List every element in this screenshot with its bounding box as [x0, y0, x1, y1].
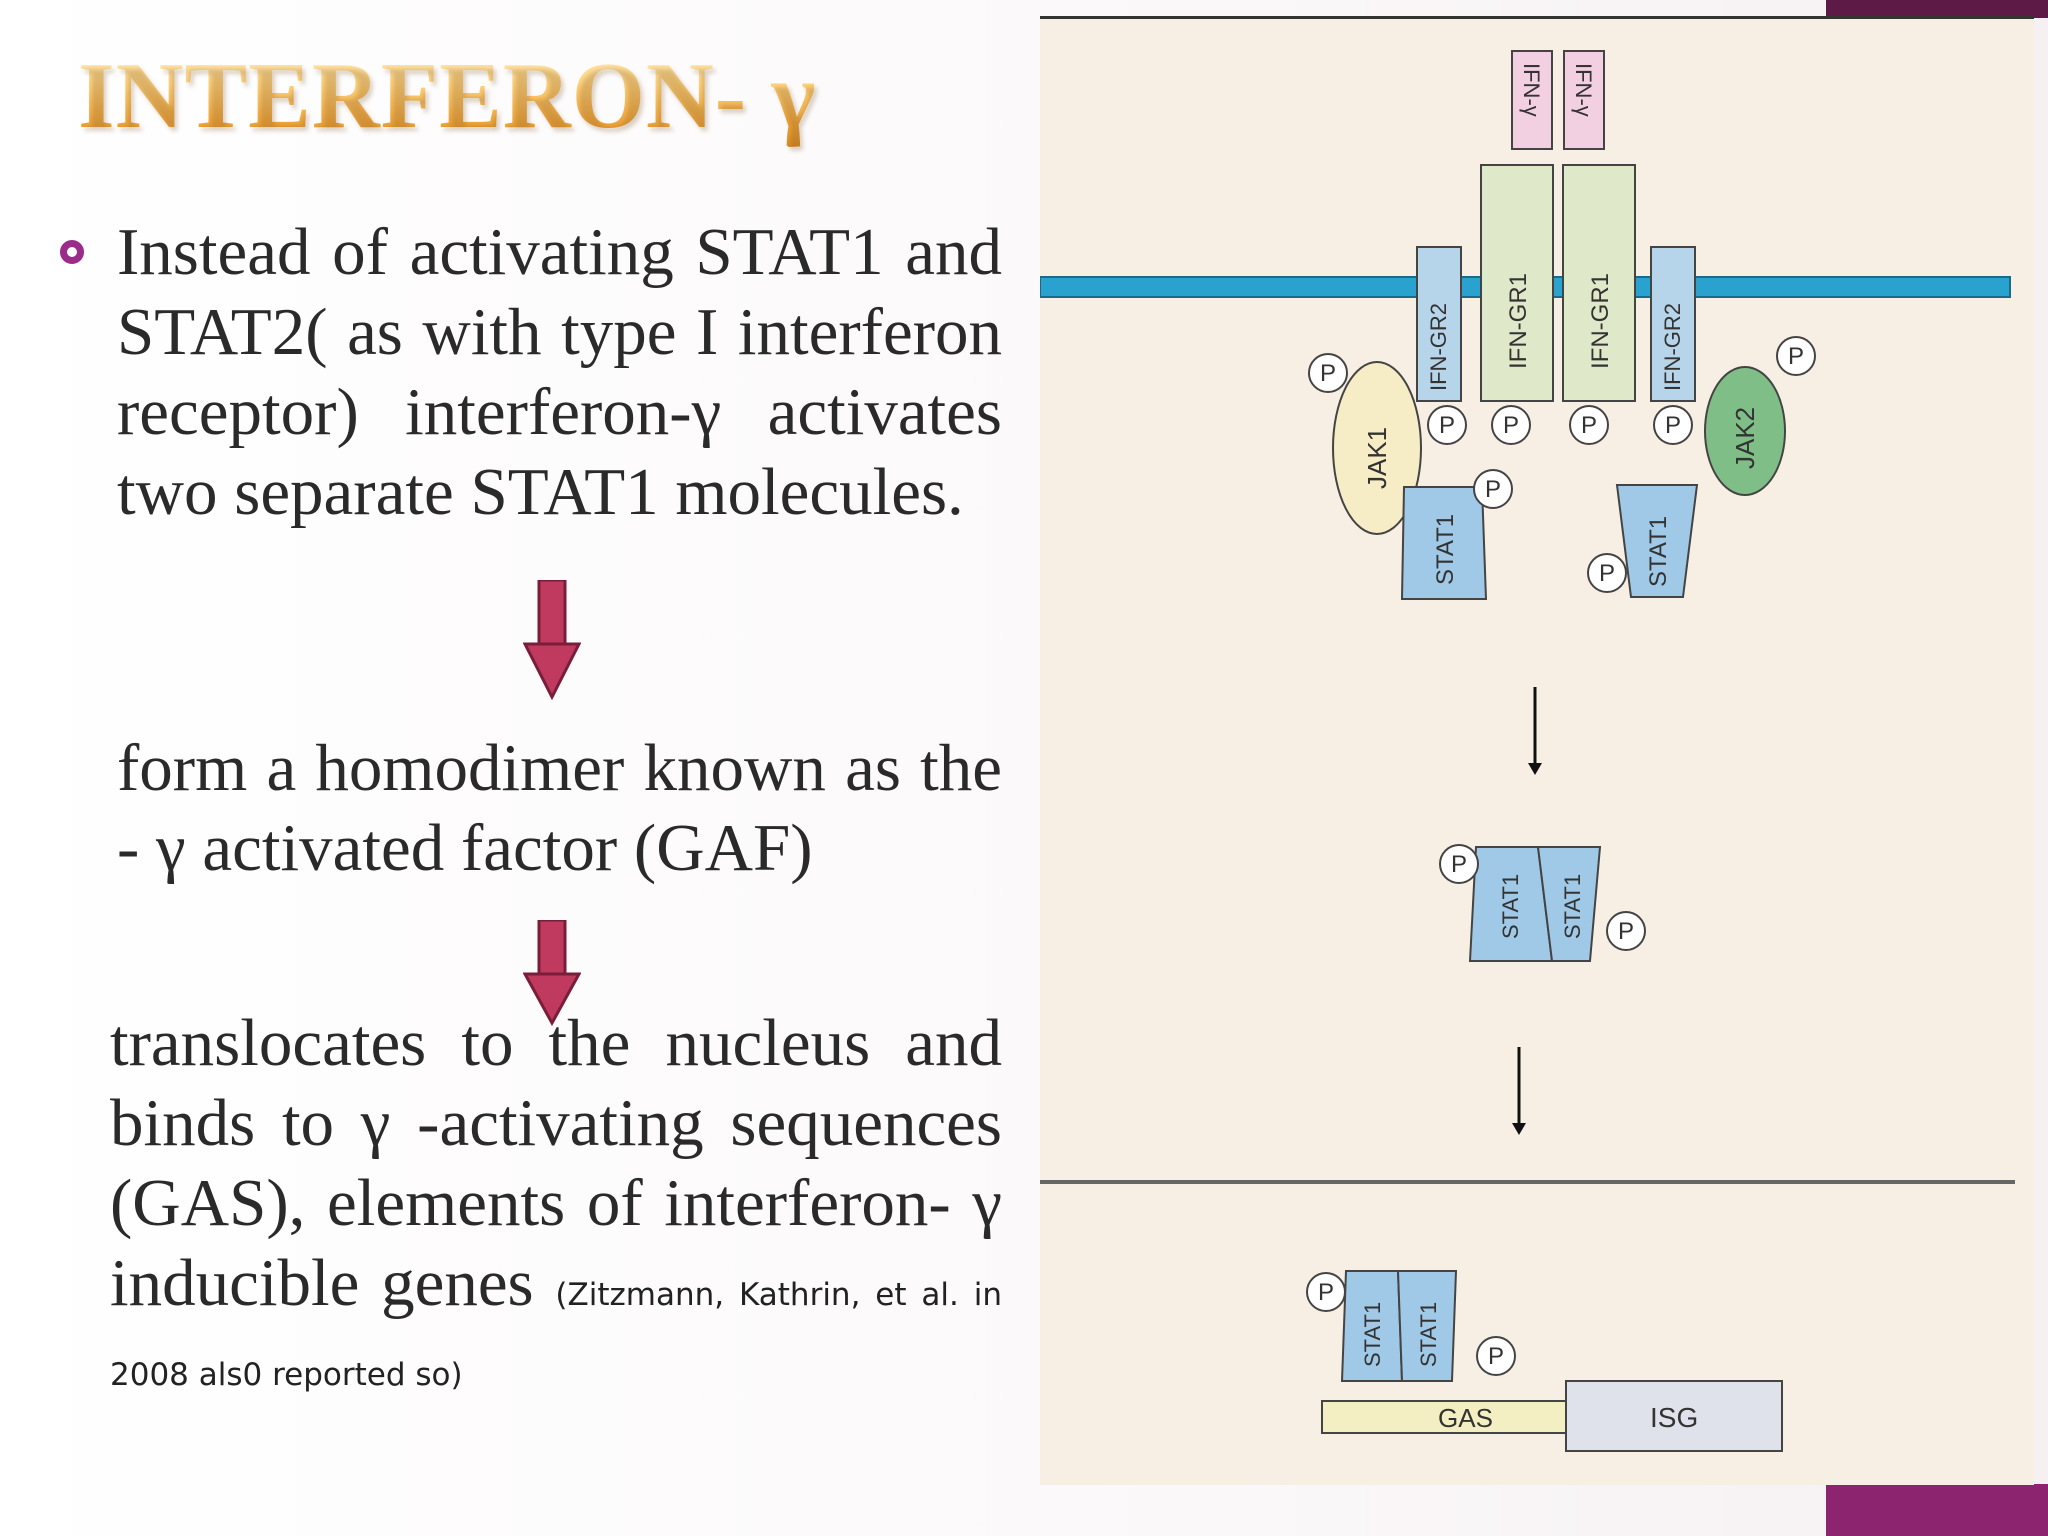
svg-text:ISG: ISG: [1650, 1402, 1698, 1433]
phosphate-group: P: [1606, 911, 1646, 951]
ifn-gr2-receptor-left: IFN-GR2: [1416, 246, 1462, 402]
corner-accent-bottom: [1826, 1484, 2048, 1536]
svg-text:JAK1: JAK1: [1362, 427, 1392, 489]
bullet-ring-icon: [60, 240, 84, 264]
signaling-diagram: IFN-γ IFN-γ IFN-GR1 IFN-GR1 IFN-GR2 IFN-…: [1040, 50, 2015, 1452]
translocation-text: translocates to the nucleus and binds to…: [110, 1006, 1002, 1320]
svg-text:P: P: [1485, 476, 1501, 503]
svg-text:IFN-γ: IFN-γ: [1571, 63, 1596, 117]
paragraph-gaf: form a homodimer known as the - γ activa…: [117, 731, 1002, 885]
phosphate-group: P: [1491, 405, 1531, 445]
svg-text:IFN-γ: IFN-γ: [1519, 63, 1544, 117]
phosphate-group: P: [1308, 353, 1348, 393]
svg-text:P: P: [1318, 1279, 1334, 1306]
stat1-right: STAT1: [1615, 484, 1699, 598]
step-arrow-icon: [1528, 687, 1542, 775]
svg-text:JAK2: JAK2: [1730, 407, 1760, 469]
svg-text:IFN-GR2: IFN-GR2: [1426, 303, 1451, 391]
ifn-gamma-signaling-figure: IFN-γ IFN-γ IFN-GR1 IFN-GR1 IFN-GR2 IFN-…: [1040, 16, 2034, 1485]
svg-text:IFN-GR1: IFN-GR1: [1587, 273, 1614, 369]
svg-text:STAT1: STAT1: [1560, 874, 1585, 939]
paragraph-stat-activation: Instead of activating STAT1 and STAT2( a…: [117, 215, 1002, 529]
isg-gene: ISG: [1565, 1380, 1783, 1452]
ifn-gr1-receptor-left: IFN-GR1: [1480, 164, 1554, 402]
stat1-left: STAT1: [1400, 486, 1488, 600]
svg-text:P: P: [1599, 560, 1615, 587]
gas-element: GAS: [1321, 1400, 1607, 1434]
ifn-gr2-receptor-right: IFN-GR2: [1650, 246, 1696, 402]
nuclear-gaf-dimer: STAT1 STAT1: [1340, 1270, 1458, 1382]
svg-text:IFN-GR1: IFN-GR1: [1505, 273, 1532, 369]
svg-text:P: P: [1451, 851, 1467, 878]
paragraph-translocation: translocates to the nucleus and binds to…: [110, 1003, 1002, 1403]
phosphate-group: P: [1569, 405, 1609, 445]
svg-text:P: P: [1503, 412, 1519, 439]
citation: (Zitzmann, Kathrin, et al. in 2008 als0 …: [110, 1277, 1002, 1393]
phosphate-group: P: [1306, 1272, 1346, 1312]
down-arrow-icon: [523, 580, 581, 700]
svg-text:P: P: [1320, 360, 1336, 387]
svg-text:STAT1: STAT1: [1360, 1302, 1385, 1367]
svg-text:P: P: [1665, 412, 1681, 439]
phosphate-group: P: [1587, 553, 1627, 593]
svg-text:IFN-GR2: IFN-GR2: [1660, 303, 1685, 391]
phosphate-group: P: [1439, 844, 1479, 884]
svg-text:GAS: GAS: [1438, 1403, 1493, 1433]
down-arrow-icon: [523, 920, 581, 1026]
svg-text:P: P: [1788, 343, 1804, 370]
ifn-gamma-ligand-left: IFN-γ: [1511, 50, 1553, 150]
ifn-gr1-receptor-right: IFN-GR1: [1562, 164, 1636, 402]
phosphate-group: P: [1776, 336, 1816, 376]
svg-text:P: P: [1618, 918, 1634, 945]
svg-text:STAT1: STAT1: [1645, 516, 1672, 587]
phosphate-group: P: [1473, 469, 1513, 509]
svg-text:STAT1: STAT1: [1498, 874, 1523, 939]
phosphate-group: P: [1653, 405, 1693, 445]
slide-title: INTERFERON- γ: [78, 44, 817, 148]
jak2-kinase: JAK2: [1704, 366, 1786, 496]
phosphate-group: P: [1427, 405, 1467, 445]
ifn-gamma-ligand-right: IFN-γ: [1563, 50, 1605, 150]
svg-text:STAT1: STAT1: [1416, 1302, 1441, 1367]
corner-accent-top: [1826, 0, 2048, 18]
svg-text:P: P: [1488, 1343, 1504, 1370]
phosphate-group: P: [1476, 1336, 1516, 1376]
jak1-kinase: JAK1: [1332, 361, 1422, 535]
gaf-dimer: STAT1 STAT1: [1468, 846, 1602, 962]
svg-text:P: P: [1581, 412, 1597, 439]
step-arrow-icon: [1512, 1047, 1526, 1135]
svg-text:STAT1: STAT1: [1432, 514, 1459, 585]
svg-text:P: P: [1439, 412, 1455, 439]
